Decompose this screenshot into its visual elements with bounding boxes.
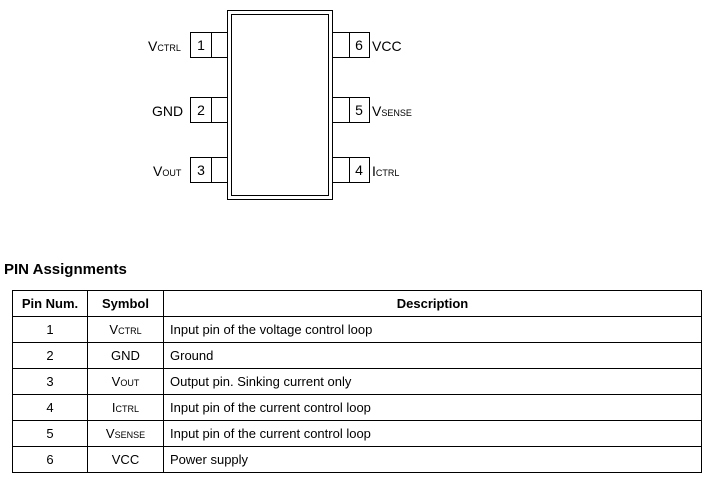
pin-1-lead [211,33,212,57]
chip-package [227,10,333,200]
pin-5-label: VSENSE [372,103,412,121]
description-cell: Input pin of the current control loop [163,394,702,421]
pin-2-label: GND [152,103,183,119]
pin-1-label: VCTRL [148,38,181,56]
symbol-main: I [111,400,116,415]
pinout-diagram: 1 VCTRL 2 GND 3 VOUT 6 VCC 5 VSENSE 4 IC… [0,0,715,215]
symbol-sub: OUT [120,378,140,388]
pin-4-number: 4 [355,162,363,178]
pin-5-label-main: V [372,103,382,119]
symbol-cell: ICTRL [87,394,164,421]
pin-number-cell: 1 [12,316,88,343]
pin-5-lead [349,98,350,122]
symbol-main: V [111,374,121,389]
pin-1-label-sub: CTRL [157,43,181,53]
pin-6-label: VCC [372,38,402,54]
table-row: 3 VOUT Output pin. Sinking current only [12,368,702,395]
symbol-cell: VSENSE [87,420,164,447]
pin-2-lead [211,98,212,122]
pin-4-label-main: I [372,163,376,179]
symbol-main: V [109,322,119,337]
description-cell: Output pin. Sinking current only [163,368,702,395]
section-title: PIN Assignments [4,261,127,278]
pin-5-box: 5 [332,97,370,123]
table-row: 2 GND Ground [12,342,702,369]
table-row: 5 VSENSE Input pin of the current contro… [12,420,702,447]
pin-3-number: 3 [197,162,205,178]
table-header-row: Pin Num. Symbol Description [12,290,702,317]
pin-1-number: 1 [197,37,205,53]
header-symbol: Symbol [87,290,164,317]
pin-3-box: 3 [190,157,228,183]
pin-3-label-sub: OUT [162,168,182,178]
header-description: Description [163,290,702,317]
description-cell: Ground [163,342,702,369]
pin-4-lead [349,158,350,182]
symbol-main: VCC [111,452,140,467]
pin-4-box: 4 [332,157,370,183]
pin-6-box: 6 [332,32,370,58]
symbol-main: V [105,426,115,441]
header-pin-num: Pin Num. [12,290,88,317]
pin-2-box: 2 [190,97,228,123]
symbol-cell: GND [87,342,164,369]
symbol-cell: VOUT [87,368,164,395]
symbol-cell: VCTRL [87,316,164,343]
pin-number-cell: 5 [12,420,88,447]
table-row: 6 VCC Power supply [12,446,702,473]
symbol-cell: VCC [87,446,164,473]
symbol-sub: SENSE [114,430,146,440]
table-row: 1 VCTRL Input pin of the voltage control… [12,316,702,343]
pin-3-label-main: V [153,163,163,179]
pin-6-lead [349,33,350,57]
table-row: 4 ICTRL Input pin of the current control… [12,394,702,421]
pin-number-cell: 6 [12,446,88,473]
pin-4-label-sub: CTRL [375,168,400,178]
pin-5-number: 5 [355,102,363,118]
pin-2-label-main: GND [152,103,184,119]
pin-1-box: 1 [190,32,228,58]
pin-2-number: 2 [197,102,205,118]
pin-3-lead [211,158,212,182]
chip-body [231,14,329,196]
pin-1-label-main: V [148,38,158,54]
description-cell: Input pin of the current control loop [163,420,702,447]
pin-number-cell: 4 [12,394,88,421]
pin-4-label: ICTRL [372,163,399,181]
pin-6-number: 6 [355,37,363,53]
symbol-sub: CTRL [115,404,140,414]
pin-3-label: VOUT [153,163,181,181]
pin-5-label-sub: SENSE [381,108,412,118]
pin-number-cell: 3 [12,368,88,395]
symbol-sub: CTRL [118,326,142,336]
pin-6-label-main: VCC [372,38,402,54]
description-cell: Power supply [163,446,702,473]
pin-assignment-table: Pin Num. Symbol Description 1 VCTRL Inpu… [12,290,702,473]
pin-number-cell: 2 [12,342,88,369]
description-cell: Input pin of the voltage control loop [163,316,702,343]
symbol-main: GND [111,348,140,363]
